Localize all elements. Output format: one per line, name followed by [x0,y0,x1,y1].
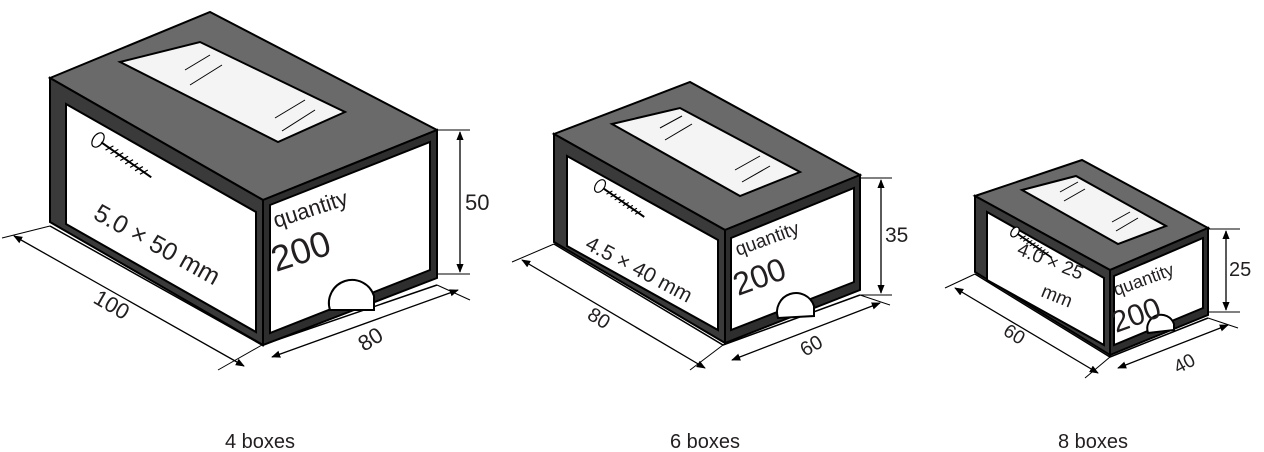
box-medium-width-label: 60 [797,331,827,361]
box-large-quantity-panel [269,140,431,335]
box-large-length-label: 100 [90,285,134,325]
box-small-height-label: 25 [1229,259,1251,281]
box-medium-count-label: 6 boxes [670,431,740,452]
box-small-length-label: 60 [999,320,1028,349]
box-small-count-label: 8 boxes [1058,431,1128,452]
box-medium-quantity-panel [730,186,855,332]
screw-icon [91,132,152,179]
box-small-width-label: 40 [1170,350,1199,378]
box-medium-height-label: 35 [885,224,908,247]
screw-icon [593,179,645,218]
box-small-length-arrow [954,287,1099,374]
box-large-count-label: 4 boxes [225,431,295,452]
box-small-width-arrow [1117,324,1229,369]
box-large-width-label: 80 [353,322,387,356]
box-large-height-label: 50 [465,190,489,215]
box-large-length-arrow [13,235,245,367]
box-small-quantity-panel [1113,236,1204,347]
box-medium-length-arrow [521,259,706,369]
window-glare-icon [1019,174,1169,246]
screw-icon [1010,226,1053,259]
window-glare-icon [609,106,803,198]
box-large-width-arrow [271,289,459,358]
box-medium-width-arrow [731,302,881,361]
box-medium-length-label: 80 [583,304,614,334]
window-glare-icon [117,40,348,144]
